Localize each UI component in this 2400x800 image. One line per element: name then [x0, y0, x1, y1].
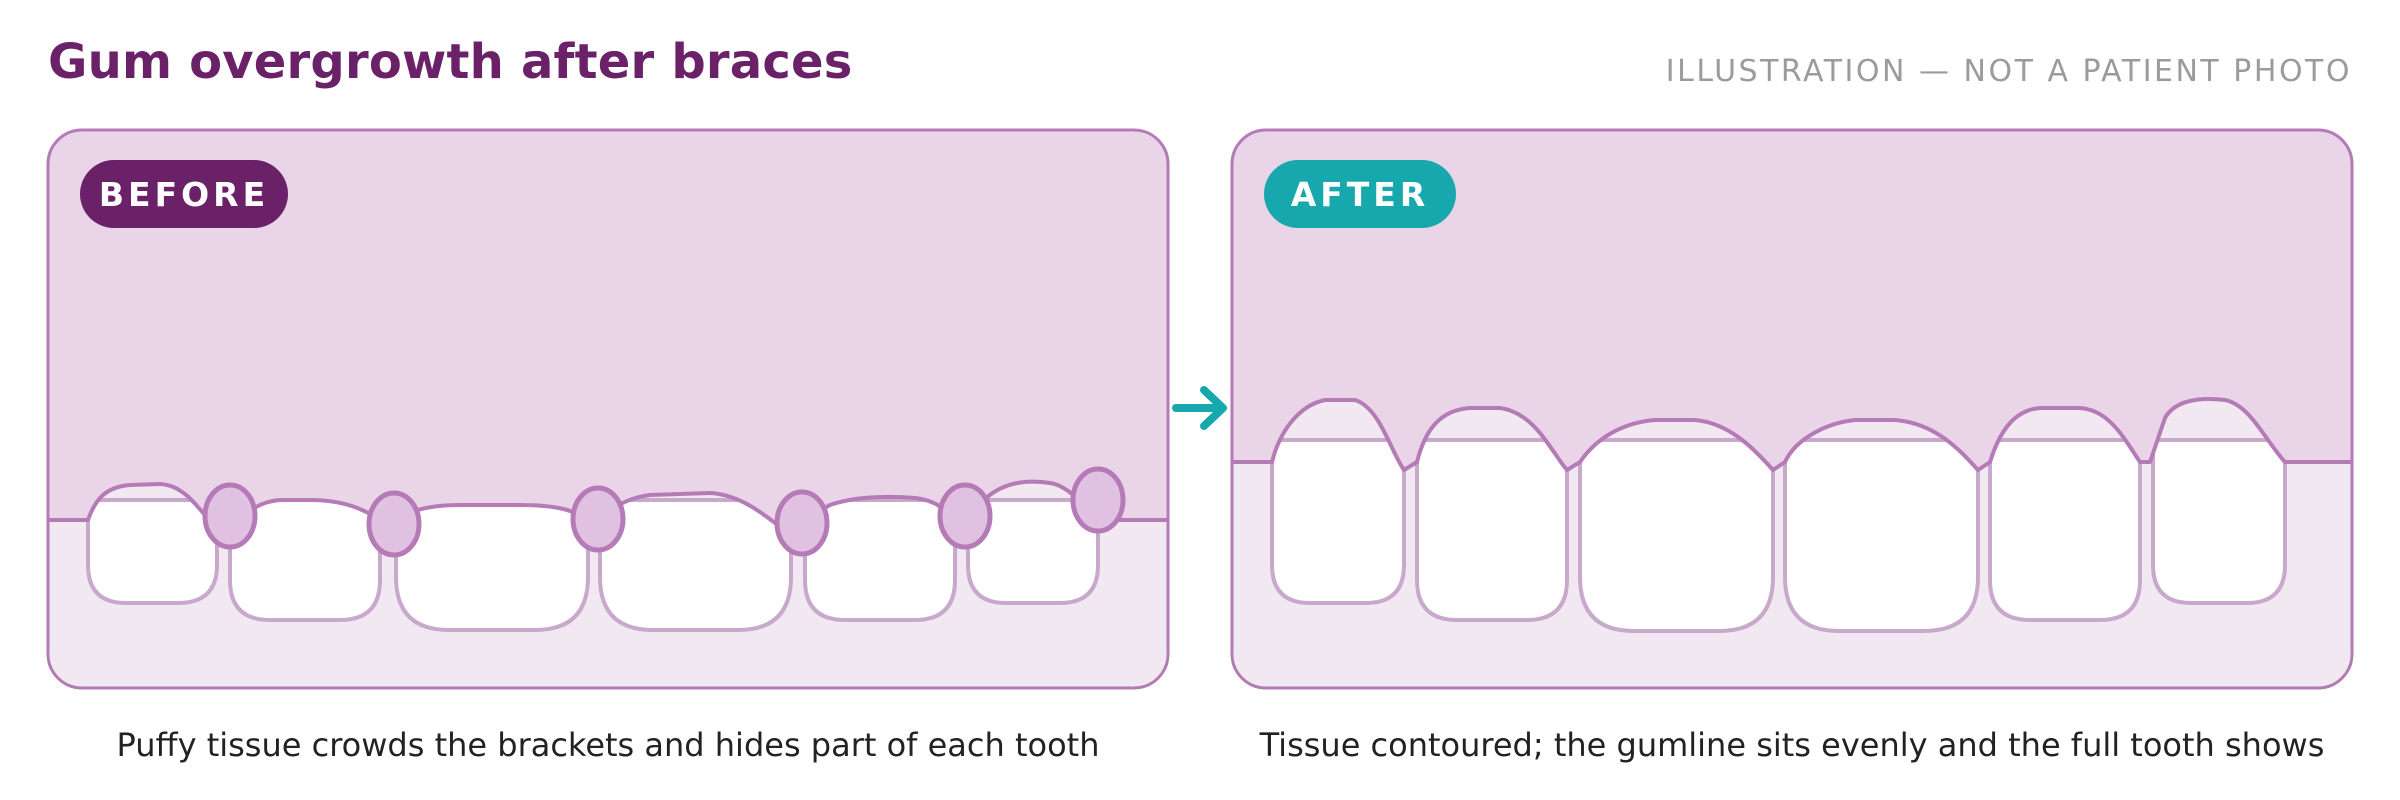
after-gum	[1232, 130, 2352, 472]
bracket	[1070, 466, 1126, 534]
after-panel-border	[1230, 128, 2354, 690]
tooth	[2151, 438, 2287, 605]
tooth	[598, 498, 793, 632]
illustration-disclaimer: ILLUSTRATION — NOT A PATIENT PHOTO	[1665, 54, 2352, 89]
tooth	[966, 498, 1100, 605]
tooth	[803, 498, 957, 622]
transition-arrow-icon	[1172, 386, 1227, 430]
tooth	[1783, 438, 1980, 633]
before-badge-label: BEFORE	[99, 175, 269, 214]
bracket	[570, 485, 626, 553]
after-badge-label: AFTER	[1291, 175, 1430, 214]
bracket	[937, 482, 993, 550]
bracket	[202, 482, 258, 550]
after-caption: Tissue contoured; the gumline sits evenl…	[1259, 726, 2325, 764]
after-panel: AFTER	[1230, 128, 2354, 690]
tooth	[228, 498, 382, 622]
before-panel-border	[46, 128, 1170, 690]
tooth	[1578, 438, 1775, 633]
after-teeth	[1270, 438, 2287, 633]
bracket	[774, 489, 830, 557]
after-badge: AFTER	[1264, 160, 1456, 228]
before-panel: BEFORE	[46, 128, 1170, 690]
tooth	[1988, 438, 2142, 622]
before-caption: Puffy tissue crowds the brackets and hid…	[116, 726, 1100, 764]
tooth	[1270, 438, 1406, 605]
tooth	[394, 498, 590, 632]
before-brackets	[202, 466, 1126, 558]
bracket	[366, 490, 422, 558]
tooth	[86, 498, 219, 605]
page-title: Gum overgrowth after braces	[48, 34, 853, 90]
before-teeth	[86, 498, 1100, 632]
tooth	[1415, 438, 1569, 622]
before-badge: BEFORE	[80, 160, 288, 228]
